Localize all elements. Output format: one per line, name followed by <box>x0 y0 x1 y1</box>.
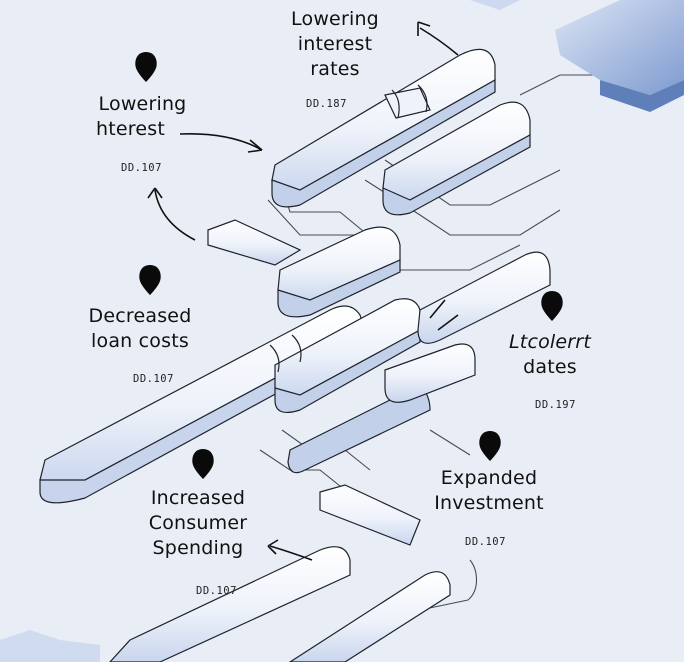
label-line: Lowering <box>291 8 379 30</box>
code-label: DD.107 <box>133 373 174 385</box>
code-label: DD.107 <box>465 536 506 548</box>
label-line: Expanded <box>440 467 538 489</box>
label-line: Lowering <box>98 93 187 115</box>
label-line: Decreased <box>88 305 192 327</box>
label-line: Investment <box>434 492 544 514</box>
pipe-rings <box>269 84 428 373</box>
label-line: Spending <box>152 537 244 559</box>
label-line: Consumer <box>148 512 248 534</box>
label-decreased-loan-costs: Decreased loan costs <box>65 304 215 354</box>
label-lowering-interest-rates: Lowering interest rates <box>270 7 400 82</box>
label-expanded-investment: Expanded Investment <box>415 466 563 516</box>
code-label: DD.187 <box>306 98 347 110</box>
label-line: dates <box>523 356 577 378</box>
label-line: hterest <box>96 118 166 140</box>
label-line: Increased <box>150 487 246 509</box>
code-label: DD.197 <box>535 399 576 411</box>
code-label: DD.107 <box>121 162 162 174</box>
arrow-icon <box>147 21 459 561</box>
code-label: DD.107 <box>196 585 237 597</box>
label-line: Ltcolerrt <box>509 331 591 353</box>
label-line: loan costs <box>91 330 189 352</box>
label-lowering-interest: Lowering hterest <box>80 92 205 142</box>
label-line: rates <box>310 58 360 80</box>
label-line: interest <box>297 33 373 55</box>
label-lower-rates: Ltcolerrt dates <box>490 330 610 380</box>
bottom-left-block <box>0 630 100 662</box>
top-right-block <box>470 0 684 112</box>
map-pin-icon <box>135 52 563 479</box>
label-increased-consumer-spending: Increased Consumer Spending <box>128 486 268 561</box>
